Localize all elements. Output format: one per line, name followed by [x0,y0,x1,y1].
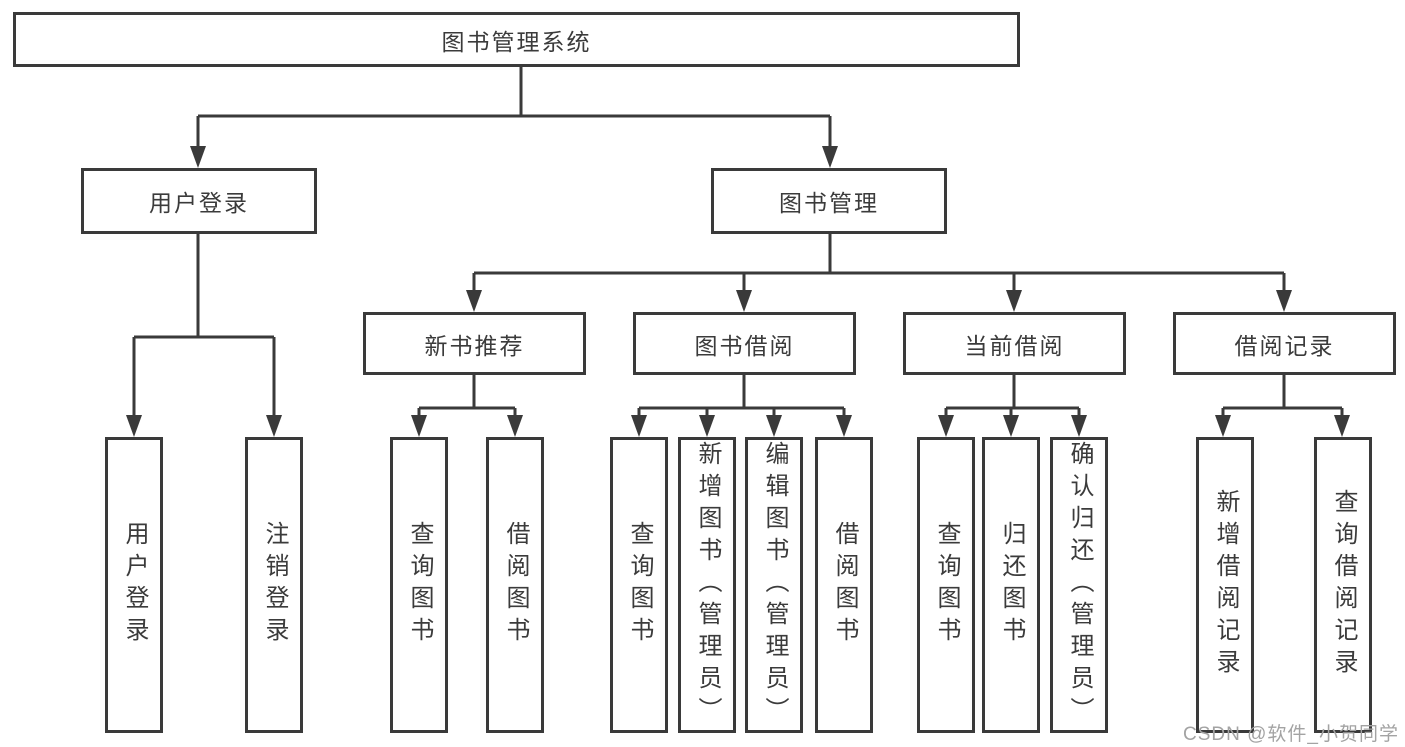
node-new-book-recommend: 新书推荐 [363,312,586,375]
connector-root-to-level2 [196,67,832,148]
leaf-label: 用户登录 [121,521,148,649]
node-label: 图书管理 [779,190,879,216]
leaf-node-return-books: 归还图书 [982,437,1040,733]
node-label: 用户登录 [149,190,249,216]
node-label: 新书推荐 [424,332,525,359]
node-library-management-system: 图书管理系统 [13,12,1020,67]
leaf-node-confirm-return-admin: 确认归还（管理员） [1050,437,1108,733]
connector-book-borrowing-branch [637,375,846,417]
leaf-label: 借阅图书 [831,521,858,649]
node-label: 当前借阅 [964,332,1065,359]
leaf-label: 编辑图书（管理员） [761,441,788,729]
node-label: 图书借阅 [694,332,795,359]
node-label: 借阅记录 [1234,332,1335,359]
leaf-node-edit-books-admin: 编辑图书（管理员） [745,437,803,733]
connector-book-management-branch [472,234,1286,292]
node-user-login: 用户登录 [81,168,317,234]
connector-user-login-branch [132,234,276,417]
node-current-borrowing: 当前借阅 [903,312,1126,375]
leaf-node-query-borrow-record: 查询借阅记录 [1314,437,1372,733]
node-book-management: 图书管理 [711,168,947,234]
leaf-node-borrow-books-recommend: 借阅图书 [486,437,544,733]
leaf-label: 查询图书 [626,521,653,649]
arrowheads [126,146,1350,437]
leaf-label: 查询借阅记录 [1330,489,1357,681]
watermark-text: CSDN @软件_小贺同学 [1183,724,1399,745]
connector-current-borrowing-branch [944,375,1081,417]
leaf-node-borrow-books: 借阅图书 [815,437,873,733]
connector-borrowing-records-branch [1221,375,1344,417]
leaf-label: 借阅图书 [502,521,529,649]
node-label: 图书管理系统 [441,28,592,55]
leaf-node-query-books-recommend: 查询图书 [390,437,448,733]
connector-new-book-branch [417,375,517,417]
leaf-label: 新增借阅记录 [1212,489,1239,681]
leaf-label: 查询图书 [933,521,960,649]
leaf-label: 新增图书（管理员） [694,441,721,729]
leaf-label: 查询图书 [406,521,433,649]
leaf-node-user-login: 用户登录 [105,437,163,733]
leaf-node-add-books-admin: 新增图书（管理员） [678,437,736,733]
leaf-node-add-borrow-record: 新增借阅记录 [1196,437,1254,733]
leaf-label: 归还图书 [998,521,1025,649]
leaf-node-query-books-borrowing: 查询图书 [610,437,668,733]
leaf-label: 注销登录 [261,521,288,649]
node-book-borrowing: 图书借阅 [633,312,856,375]
leaf-node-logout: 注销登录 [245,437,303,733]
node-borrowing-records: 借阅记录 [1173,312,1396,375]
leaf-node-query-books-current: 查询图书 [917,437,975,733]
leaf-label: 确认归还（管理员） [1066,441,1093,729]
